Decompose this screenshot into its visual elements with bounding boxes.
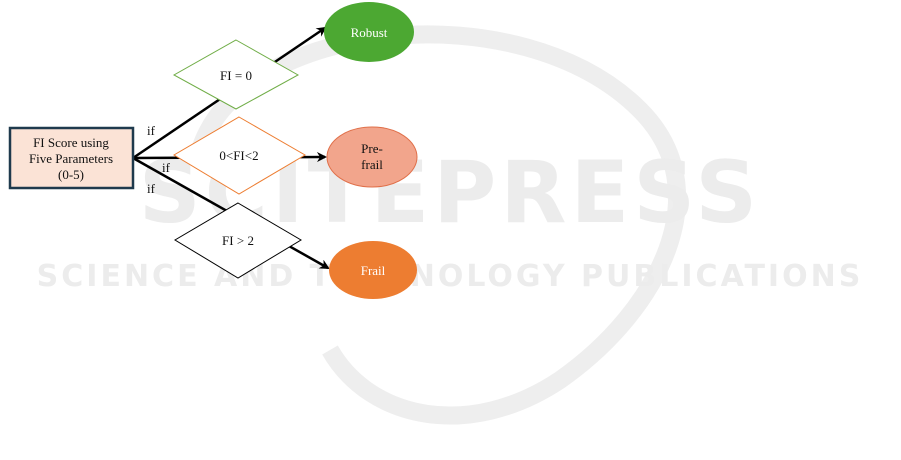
outcome-prefrail: Pre- frail [327,127,417,187]
branch-label-top: if [147,123,156,138]
source-line-3: (0-5) [58,167,84,182]
outcome-prefrail-label-line-1: Pre- [361,141,383,156]
source-line-1: FI Score using [33,135,109,150]
outcome-frail: Frail [329,241,417,299]
condition-prefrail-label: 0<FI<2 [219,148,258,163]
condition-robust-label: FI = 0 [220,68,252,83]
watermark-subtitle: SCIENCE AND TECHNOLOGY PUBLICATIONS [37,259,864,294]
branch-label-bottom: if [147,181,156,196]
outcome-robust: Robust [324,2,414,62]
branch-label-middle: if [162,160,171,175]
condition-frail-label: FI > 2 [222,233,254,248]
condition-robust: FI = 0 [174,40,298,109]
outcome-frail-label: Frail [361,263,386,278]
source-line-2: Five Parameters [29,151,113,166]
outcome-robust-label: Robust [351,25,388,40]
source-box: FI Score using Five Parameters (0-5) [10,128,133,188]
watermark: SCITEPRESS SCIENCE AND TECHNOLOGY PUBLIC… [37,34,864,415]
outcome-prefrail-label-line-2: frail [361,157,383,172]
